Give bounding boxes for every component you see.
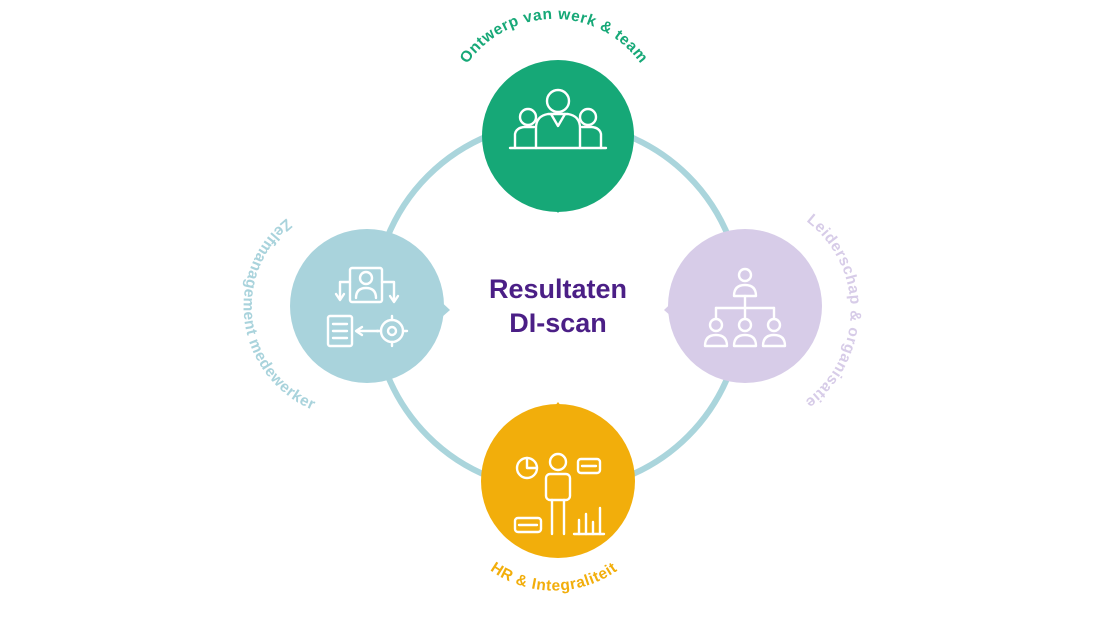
node-top-circle: [482, 60, 634, 212]
center-title-line2: DI-scan: [509, 308, 607, 338]
center-title: Resultaten DI-scan: [489, 274, 627, 338]
node-right[interactable]: Leiderschap & organisatie: [664, 211, 864, 412]
node-top-label: Ontwerp van werk & team: [457, 6, 652, 67]
node-bottom-label: HR & Integraliteit: [488, 559, 621, 595]
node-bottom[interactable]: HR & Integraliteit: [481, 402, 635, 595]
node-bottom-circle: [481, 404, 635, 558]
node-top-label-path: Ontwerp van werk & team: [457, 6, 651, 67]
node-left-circle: [290, 229, 444, 383]
node-top[interactable]: Ontwerp van werk & team: [457, 6, 652, 213]
team-people-icon: [508, 88, 608, 150]
node-bottom-label-path: HR & Integraliteit: [488, 559, 620, 595]
node-left[interactable]: Zelfmanagement medewerker: [239, 215, 450, 414]
self-management-process-icon: [326, 266, 409, 348]
org-chart-icon: [703, 267, 787, 348]
analyst-dashboard-icon: [513, 452, 606, 536]
center-title-line1: Resultaten: [489, 274, 627, 304]
